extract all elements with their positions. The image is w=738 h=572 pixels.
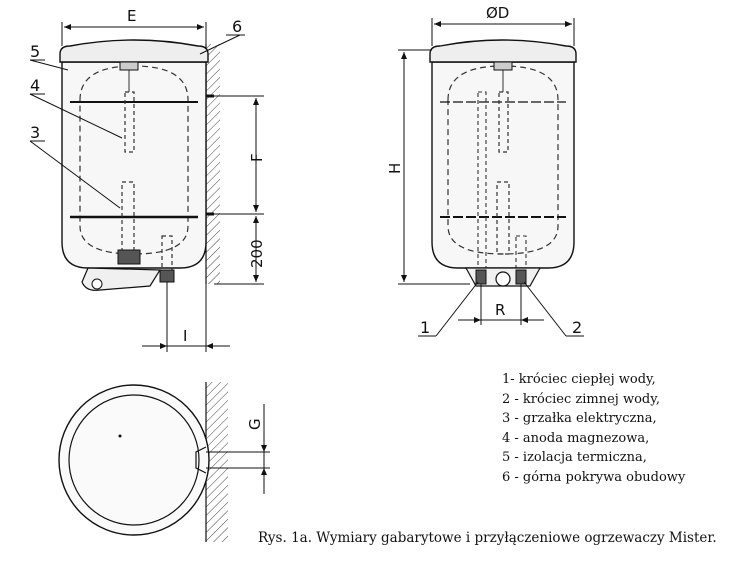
callout-1: 1 bbox=[420, 318, 430, 337]
inner-tank-front bbox=[447, 65, 559, 255]
callout-3: 3 bbox=[30, 123, 40, 142]
legend: 1- króciec ciepłej wody, 2 - króciec zim… bbox=[502, 370, 732, 488]
wall-bracket-top bbox=[195, 446, 207, 474]
legend-item-1: 1- króciec ciepłej wody, bbox=[502, 372, 656, 387]
tank-outer-circle bbox=[58, 384, 210, 536]
callout-4: 4 bbox=[30, 76, 40, 95]
dim-H-label: H bbox=[386, 163, 404, 174]
dim-I-label: I bbox=[183, 327, 187, 345]
wall-hatch-top bbox=[206, 382, 228, 542]
side-view: E F 200 I 5 4 3 6 bbox=[29, 7, 266, 352]
tank-inner-circle bbox=[68, 394, 200, 526]
legend-item-6: 6 - górna pokrywa obudowy bbox=[502, 469, 686, 485]
front-view: ØD H R 1 2 bbox=[386, 4, 584, 337]
dim-200-label: 200 bbox=[248, 239, 266, 268]
dim-D-label: ØD bbox=[486, 4, 509, 22]
dim-R-label: R bbox=[495, 301, 505, 319]
callout-2: 2 bbox=[572, 318, 582, 337]
inner-tank-side bbox=[79, 65, 189, 255]
top-cover-side bbox=[59, 39, 209, 63]
legend-item-2: 2 - króciec zimnej wody, bbox=[502, 391, 660, 407]
dim-E-label: E bbox=[127, 7, 136, 25]
callout-6: 6 bbox=[232, 17, 242, 36]
anode-front bbox=[498, 91, 509, 153]
legend-item-4: 4 - anoda magnezowa, bbox=[502, 430, 650, 446]
wall-hatch-side bbox=[206, 44, 220, 284]
legend-item-5: 5 - izolacja termiczna, bbox=[502, 450, 647, 466]
top-view: G bbox=[58, 382, 270, 542]
dim-G-label: G bbox=[246, 418, 264, 430]
top-cover-front bbox=[429, 39, 577, 63]
tank-body-front bbox=[431, 61, 575, 269]
callout-5: 5 bbox=[30, 42, 40, 61]
dim-F-label: F bbox=[248, 153, 266, 162]
figure-caption: Rys. 1a. Wymiary gabarytowe i przyłączen… bbox=[258, 530, 717, 546]
legend-item-3: 3 - grzałka elektryczna, bbox=[502, 411, 657, 427]
anode-side bbox=[124, 91, 135, 153]
